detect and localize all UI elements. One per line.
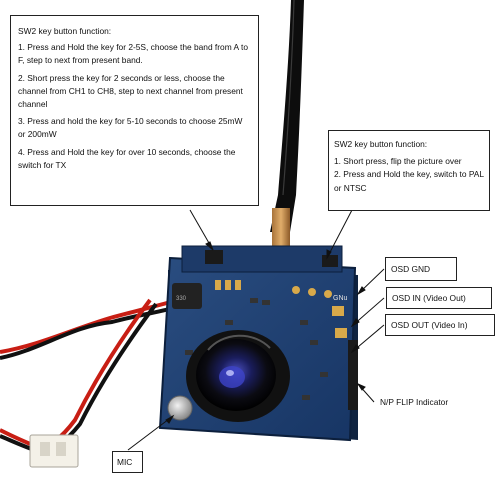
- power-wires: [0, 298, 181, 454]
- jst-connector: [29, 434, 79, 468]
- osd-out-label: OSD OUT (Video In): [385, 314, 495, 336]
- np-flip-indicator-label: N/P FLIP Indicator: [380, 397, 449, 407]
- callout-item: 1. Short press, flip the picture over: [334, 156, 462, 167]
- callout-item: 2. Short press the key for 2 seconds or …: [18, 72, 243, 110]
- camera-lens: [186, 330, 290, 422]
- microphone: [167, 395, 193, 421]
- callout-title: SW2 key button function:: [18, 26, 112, 36]
- callout-item: 2. Press and Hold the key, switch to PAL…: [334, 169, 484, 193]
- callout-item: 1. Press and Hold the key for 2-5S, choo…: [18, 42, 248, 66]
- sw2-flip-callout: SW2 key button function: 1. Short press,…: [328, 130, 490, 211]
- antenna: [270, 0, 304, 248]
- callout-item: 4. Press and Hold the key for over 10 se…: [18, 146, 236, 170]
- mic-label: MIC: [112, 451, 143, 473]
- callout-title: SW2 key button function:: [334, 139, 428, 149]
- sw2-main-callout: SW2 key button function: 1. Press and Ho…: [10, 15, 259, 206]
- svg-text:330: 330: [176, 296, 187, 302]
- callout-item: 3. Press and hold the key for 5-10 secon…: [18, 116, 243, 140]
- osd-gnd-label: OSD GND: [385, 257, 457, 281]
- silkscreen-label: GNu: [333, 295, 348, 302]
- leader-lines: [127, 209, 385, 451]
- osd-in-label: OSD IN (Video Out): [386, 287, 492, 309]
